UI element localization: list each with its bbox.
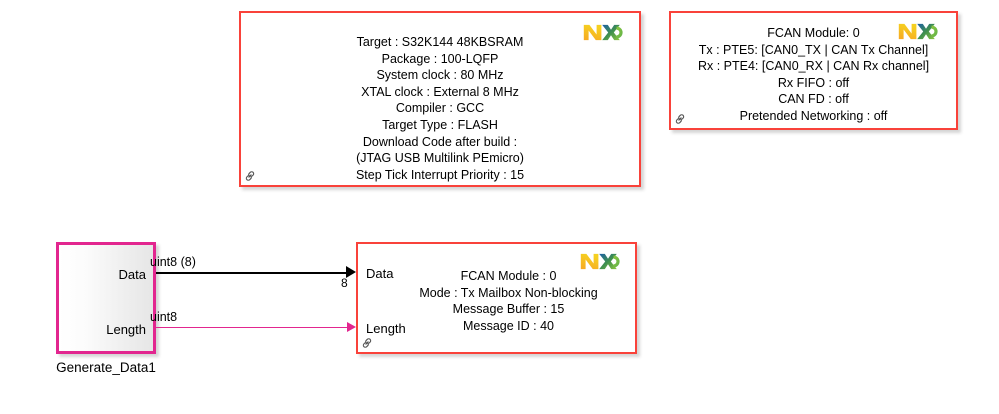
config-line: XTAL clock : External 8 MHz [361,84,519,99]
generate-data1-block[interactable]: Data Length [56,242,156,354]
fcan-config-line: Tx : PTE5: [CAN0_TX | CAN Tx Channel] [698,42,929,57]
data-signal-width-label: 8 [341,276,348,290]
generate-data1-caption: Generate_Data1 [56,360,156,375]
fcan-config-line: CAN FD : off [778,92,849,107]
fcan-config-line: FCAN Module: 0 [767,26,860,40]
fcan-tx-line: Message Buffer : 15 [452,302,565,317]
fcan-tx-line: FCAN Module : 0 [460,269,557,283]
fcan-module-config-block[interactable]: FCAN Module: 0 Tx : PTE5: [CAN0_TX | CAN… [669,11,958,130]
config-line: Compiler : GCC [395,101,485,116]
config-line: Target Type : FLASH [382,117,498,132]
fcan-config-line: Rx : PTE4: [CAN0_RX | CAN Rx channel] [697,59,930,74]
data-signal-type-label: uint8 (8) [150,255,196,269]
fcan-tx-line: Mode : Tx Mailbox Non-blocking [419,285,598,300]
config-line: Step Tick Interrupt Priority : 15 [355,167,525,182]
length-signal-line[interactable] [156,327,350,328]
data-signal-arrow [346,266,356,278]
config-line: (JTAG USB Multilink PEmicro) [356,151,524,166]
fcan-config-text: FCAN Module: 0 Tx : PTE5: [CAN0_TX | CAN… [671,25,956,125]
fcan-config-line: Pretended Networking : off [739,108,888,123]
config-line: System clock : 80 MHz [376,68,504,83]
fcan-config-line: Rx FIFO : off [777,75,850,90]
length-signal-type-label: uint8 [150,310,178,324]
link-icon[interactable] [361,337,373,349]
data-signal-line[interactable] [156,272,348,274]
target-configuration-block[interactable]: Target : S32K144 48KBSRAM Package : 100-… [239,11,641,187]
link-icon[interactable] [674,113,686,125]
outport-label-length: Length [106,322,146,337]
fcan-tx-text: FCAN Module : 0 Mode : Tx Mailbox Non-bl… [386,268,631,334]
inport-label-length: Length [366,321,406,336]
inport-label-data: Data [366,266,394,281]
target-config-text: Target : S32K144 48KBSRAM Package : 100-… [241,34,639,183]
fcan-transmit-block[interactable]: Data Length FCAN Module : 0 Mode : Tx Ma… [356,242,637,354]
fcan-tx-line: Message ID : 40 [462,318,554,333]
length-signal-arrow [347,322,356,332]
outport-label-data: Data [118,267,146,282]
config-line: Target : S32K144 48KBSRAM [356,35,524,49]
link-icon[interactable] [244,170,256,182]
config-line: Package : 100-LQFP [381,51,499,66]
config-line: Download Code after build : [362,134,518,149]
